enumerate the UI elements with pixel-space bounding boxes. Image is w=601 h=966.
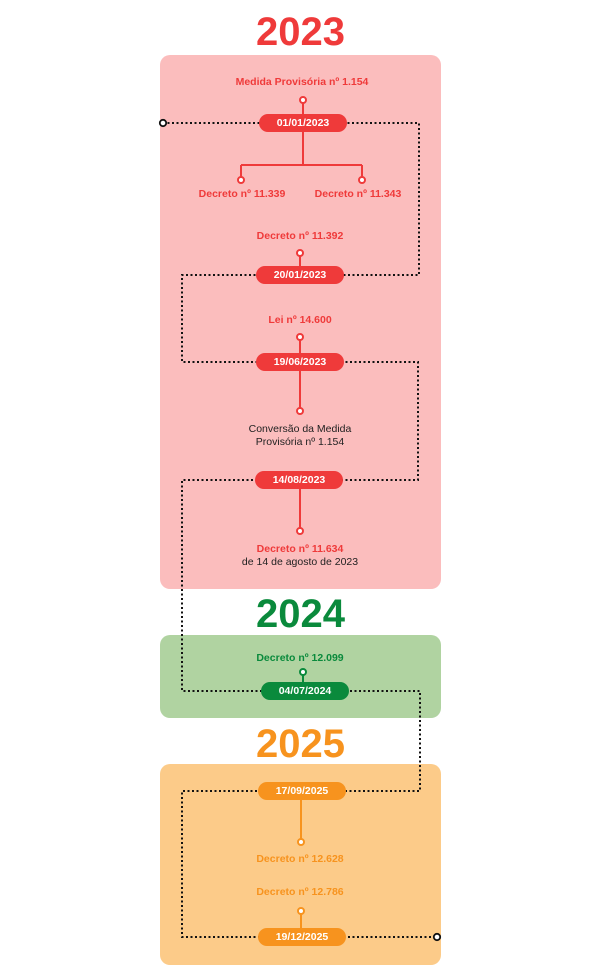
label-decreto-12628: Decreto nº 12.628 [256,853,344,865]
connector-dot-dec-12786 [297,907,305,915]
date-pill-17-09-2025: 17/09/2025 [258,782,346,800]
connector-dot-mp [299,96,307,104]
connector-dot-dec-11339 [237,176,245,184]
connector-dot-dec-12628 [297,838,305,846]
label-conversao-line1: Conversão da Medida [248,423,352,435]
connector-dot-dec-11392 [296,249,304,257]
year-heading-2025: 2025 [256,722,345,766]
label-decreto-11343: Decreto nº 11.343 [314,188,402,200]
connector-dot-dec-11343 [358,176,366,184]
label-lei-14600: Lei nº 14.600 [268,314,332,326]
date-pill-04-07-2024: 04/07/2024 [261,682,349,700]
connector-dot-lei-14600 [296,333,304,341]
timeline-path [163,122,437,938]
label-medida-provisoria-1154: Medida Provisória nº 1.154 [235,76,369,88]
connector-dot-dec-12099 [299,668,307,676]
label-conversao-line2: Provisória nº 1.154 [255,436,345,448]
year-heading-2023: 2023 [256,10,345,54]
date-pill-19-12-2025: 19/12/2025 [258,928,346,946]
label-decreto-11634: Decreto nº 11.634 [256,543,344,555]
date-pill-14-08-2023: 14/08/2023 [255,471,343,489]
date-pill-19-06-2023: 19/06/2023 [256,353,344,371]
label-decreto-11339: Decreto nº 11.339 [198,188,286,200]
year-heading-2024: 2024 [256,592,345,636]
connector-dot-dec-11634 [296,527,304,535]
label-decreto-11634-date: de 14 de agosto de 2023 [241,556,359,568]
panel-2024 [160,635,441,718]
date-pill-20-01-2023: 20/01/2023 [256,266,344,284]
label-decreto-11392: Decreto nº 11.392 [256,230,344,242]
connector-dot-conversao [296,407,304,415]
path-start-dot [158,118,168,128]
date-pill-01-01-2023: 01/01/2023 [259,114,347,132]
path-end-dot [432,932,442,942]
label-decreto-12099: Decreto nº 12.099 [256,652,344,664]
label-decreto-12786: Decreto nº 12.786 [256,886,344,898]
